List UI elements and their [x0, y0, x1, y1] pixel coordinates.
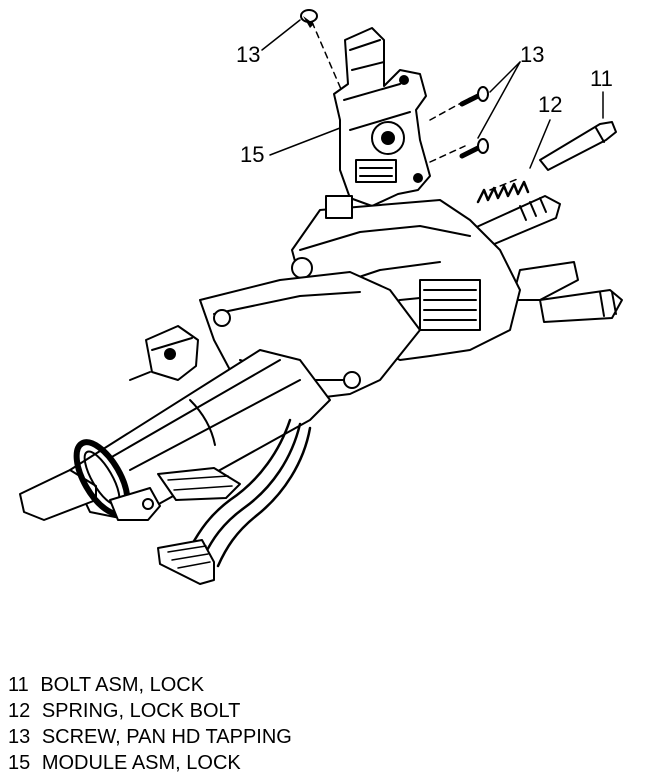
callout-11: 11 [590, 66, 613, 91]
screw-13-top [300, 9, 318, 28]
screw-13-right-lower [459, 138, 489, 159]
callout-15: 15 [240, 142, 264, 167]
turn-signal-switch [129, 325, 199, 381]
legend-item-13: 13 SCREW, PAN HD TAPPING [8, 724, 648, 750]
screw-13-right-upper [459, 86, 489, 107]
legend-item-15: 15 MODULE ASM, LOCK [8, 750, 648, 776]
callout-12: 12 [538, 92, 562, 117]
legend-description: SPRING, LOCK BOLT [41, 700, 241, 722]
legend-description: SCREW, PAN HD TAPPING [41, 726, 292, 748]
parts-legend: 11 BOLT ASM, LOCK 12 SPRING, LOCK BOLT 1… [8, 672, 648, 776]
legend-item-12: 12 SPRING, LOCK BOLT [8, 698, 648, 724]
wiring-harness [157, 418, 312, 585]
legend-number: 11 [8, 674, 29, 696]
lock-bolt-11 [539, 121, 617, 171]
legend-description: MODULE ASM, LOCK [41, 752, 241, 774]
legend-description: BOLT ASM, LOCK [40, 674, 205, 696]
lower-shaft-end [19, 439, 161, 521]
leader-lines [261, 19, 604, 169]
callout-13-top: 13 [236, 42, 260, 67]
legend-number: 15 [8, 752, 31, 774]
lock-bolt-spring-12 [476, 180, 530, 204]
steering-column-exploded-diagram: 13 13 11 12 15 [19, 9, 623, 585]
callout-13-right: 13 [520, 42, 544, 67]
legend-number: 12 [8, 700, 31, 722]
legend-item-11: 11 BOLT ASM, LOCK [8, 672, 648, 698]
legend-number: 13 [8, 726, 31, 748]
column-jacket [69, 349, 331, 521]
lock-module-15 [333, 27, 431, 207]
intermediate-shaft [511, 261, 623, 323]
